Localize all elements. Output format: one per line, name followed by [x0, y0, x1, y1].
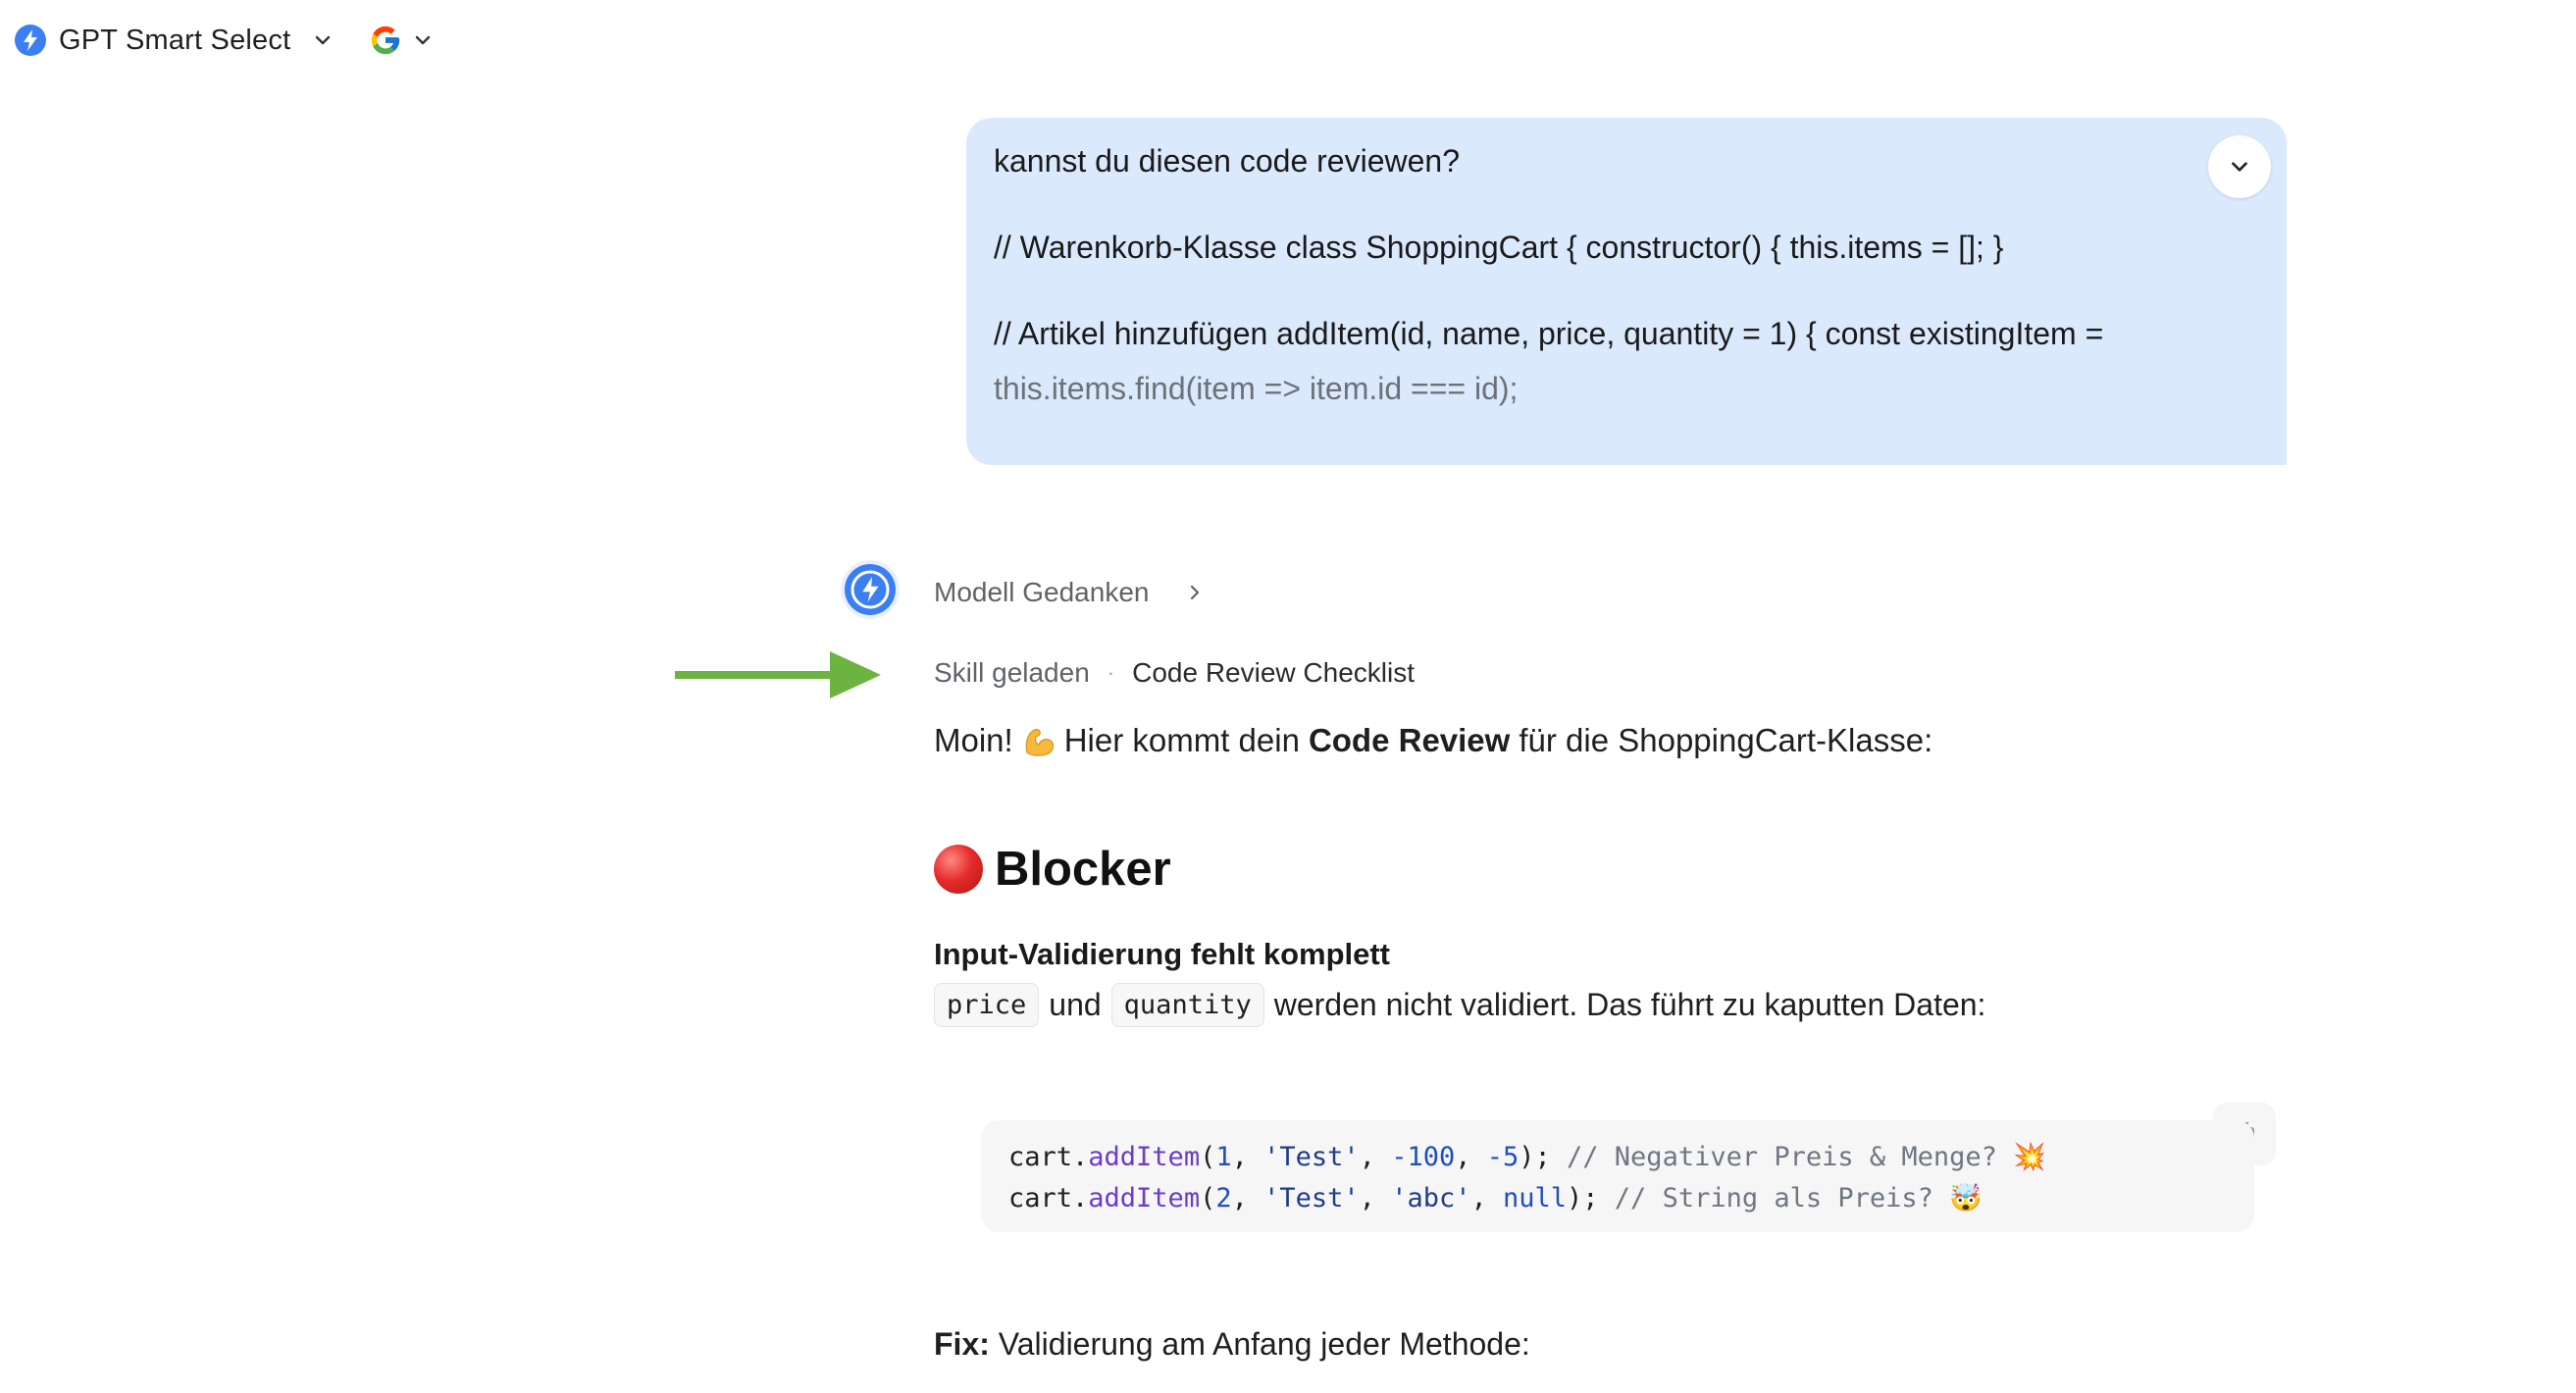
lightning-circle-icon	[15, 25, 46, 56]
code-token: ,	[1359, 1142, 1392, 1172]
code-token: (	[1200, 1142, 1216, 1172]
green-arrow-icon	[675, 651, 881, 698]
user-message-line: this.items.find(item => item.id === id);	[994, 371, 1519, 406]
code-token: 2	[1215, 1183, 1232, 1213]
model-thoughts-label: Modell Gedanken	[934, 577, 1150, 607]
code-block: cart.addItem(1, 'Test', -100, -5); // Ne…	[981, 1120, 2254, 1232]
fix-text: Validierung am Anfang jeder Methode:	[998, 1326, 1530, 1362]
validation-subheading: Input-Validierung fehlt komplett	[934, 937, 1390, 971]
chevron-right-icon	[1191, 585, 1200, 600]
model-thoughts-toggle[interactable]: Modell Gedanken	[934, 577, 1206, 608]
inline-code-price: price	[934, 983, 1040, 1027]
skill-loaded-label: Skill geladen	[934, 657, 1090, 688]
code-token: ,	[1231, 1142, 1264, 1172]
user-message-bubble: kannst du diesen code reviewen? // Waren…	[966, 118, 2287, 465]
skill-loaded-row: Skill geladen · Code Review Checklist	[934, 657, 1415, 689]
fix-line: Fix: Validierung am Anfang jeder Methode…	[934, 1326, 1530, 1363]
code-token: cart.	[1008, 1142, 1089, 1172]
code-token: 'abc'	[1391, 1183, 1471, 1213]
model-name: GPT Smart Select	[59, 24, 291, 56]
chevron-down-icon	[316, 35, 331, 45]
assistant-greeting: Moin! Hier kommt dein Code Review für di…	[934, 722, 1932, 759]
inline-conjunction: und	[1049, 987, 1102, 1022]
code-token: -5	[1486, 1142, 1520, 1172]
top-bar: GPT Smart Select	[14, 18, 434, 63]
code-token: ,	[1231, 1183, 1264, 1213]
code-token: 1	[1215, 1142, 1232, 1172]
greeting-mid: Hier kommt dein	[1063, 722, 1300, 758]
code-line: cart.addItem(2, 'Test', 'abc', null); //…	[1008, 1178, 2227, 1219]
greeting-pre: Moin!	[934, 722, 1013, 758]
flexed-biceps-icon	[1025, 729, 1054, 756]
chevron-down-icon	[2232, 162, 2247, 172]
code-token: null	[1502, 1183, 1568, 1213]
code-token: addItem	[1088, 1183, 1201, 1213]
validation-description: price und quantity werden nicht validier…	[934, 983, 1995, 1027]
model-selector[interactable]: GPT Smart Select	[14, 24, 334, 57]
code-comment: // String als Preis? 🤯	[1614, 1183, 1983, 1213]
chevron-down-icon	[416, 35, 431, 45]
code-comment: // Negativer Preis & Menge? 💥	[1567, 1142, 2046, 1172]
code-token: );	[1519, 1142, 1568, 1172]
code-token: ,	[1359, 1183, 1392, 1213]
skill-separator: ·	[1107, 660, 1115, 685]
google-g-icon	[372, 26, 400, 55]
code-token: 'Test'	[1263, 1183, 1360, 1213]
red-circle-icon	[934, 845, 983, 894]
code-token: cart.	[1008, 1183, 1089, 1213]
inline-code-quantity: quantity	[1110, 983, 1264, 1027]
code-token: 'Test'	[1263, 1142, 1360, 1172]
fix-label: Fix:	[934, 1326, 990, 1362]
inline-tail: werden nicht validiert. Das führt zu kap…	[1273, 987, 1986, 1022]
user-message-line: kannst du diesen code reviewen?	[994, 143, 1460, 179]
code-line: cart.addItem(1, 'Test', -100, -5); // Ne…	[1008, 1137, 2227, 1178]
search-engine-selector[interactable]	[369, 24, 434, 57]
code-token: addItem	[1088, 1142, 1201, 1172]
skill-name: Code Review Checklist	[1132, 657, 1415, 688]
assistant-lightning-icon	[841, 560, 900, 619]
code-token: (	[1200, 1183, 1216, 1213]
user-message-line: // Artikel hinzufügen addItem(id, name, …	[994, 316, 2104, 351]
blocker-heading-text: Blocker	[995, 843, 1171, 896]
user-message-line: // Warenkorb-Klasse class ShoppingCart {…	[994, 230, 2004, 265]
code-token: ,	[1470, 1183, 1503, 1213]
expand-message-button[interactable]	[2208, 135, 2271, 198]
code-token: );	[1567, 1183, 1615, 1213]
code-token: -100	[1391, 1142, 1456, 1172]
greeting-bold: Code Review	[1308, 722, 1511, 758]
blocker-heading: Blocker	[934, 842, 1171, 897]
greeting-post: für die ShoppingCart-Klasse:	[1519, 722, 1933, 758]
code-token: ,	[1455, 1142, 1487, 1172]
